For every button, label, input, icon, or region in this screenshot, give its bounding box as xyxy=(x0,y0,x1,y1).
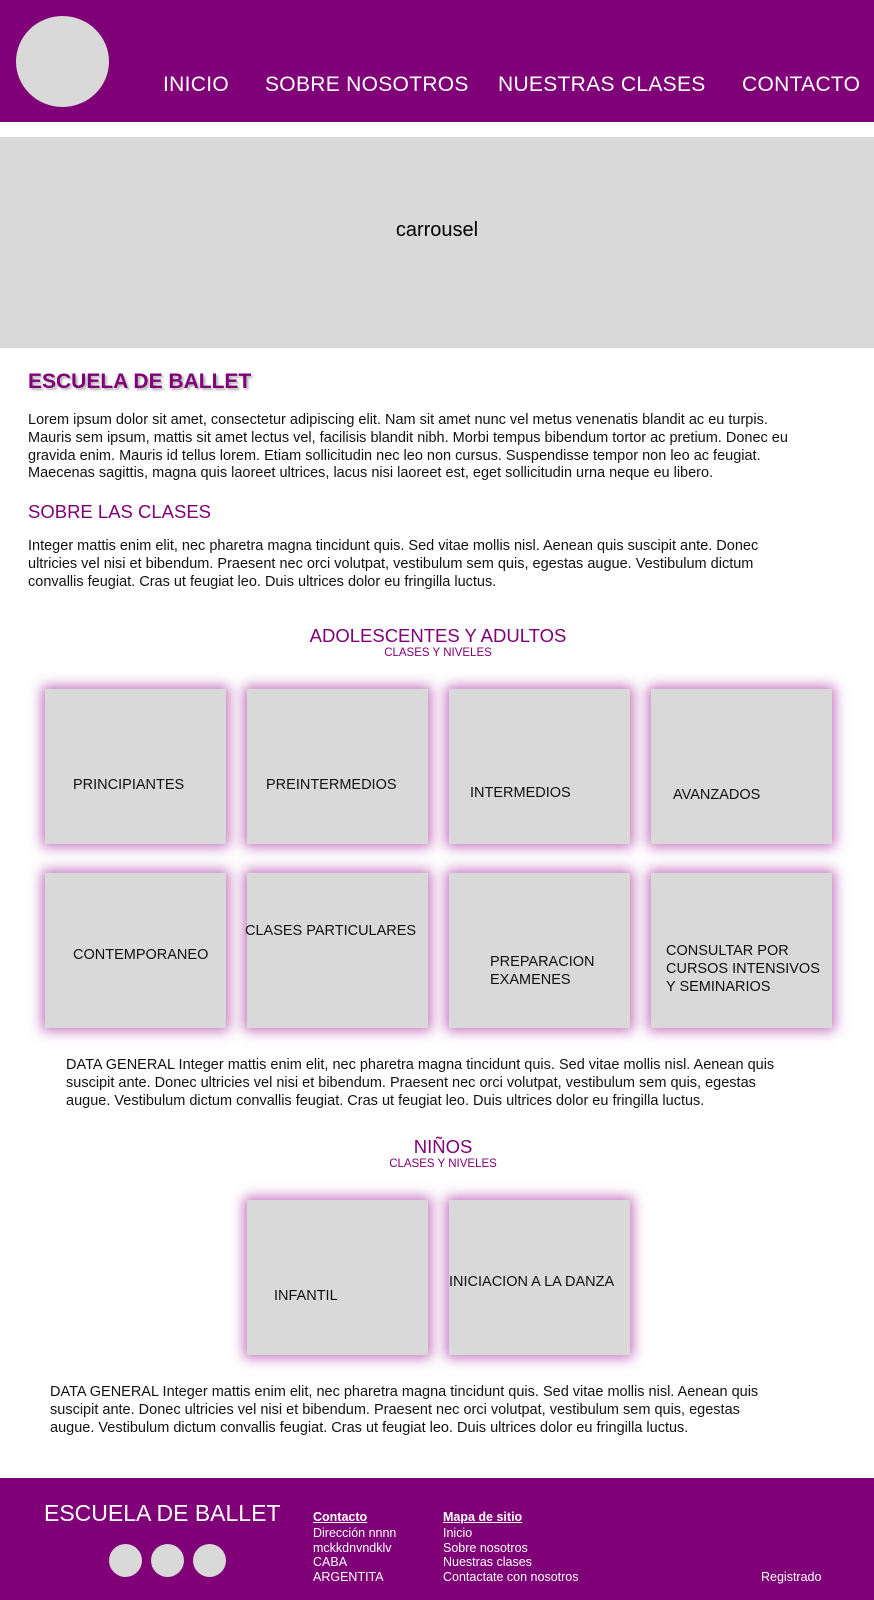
intro-line: gravida enim. Mauris id tellus lorem. Et… xyxy=(28,447,761,464)
class-card-principiantes[interactable]: PRINCIPIANTES xyxy=(45,689,226,844)
footer-link-nuestras-clases[interactable]: Nuestras clases xyxy=(443,1555,532,1570)
logo-placeholder[interactable] xyxy=(16,16,109,107)
about-classes-title: SOBRE LAS CLASES xyxy=(28,501,212,522)
class-card-label: CONSULTAR POR CURSOS INTENSIVOS Y SEMINA… xyxy=(666,943,820,996)
adults-general-info: DATA GENERAL Integer mattis enim elit, n… xyxy=(66,1057,866,1110)
class-card-label: INFANTIL xyxy=(274,1288,338,1306)
intro-line: Lorem ipsum dolor sit amet, consectetur … xyxy=(28,412,768,428)
registered-text: Registrado xyxy=(761,1570,822,1584)
site-footer: ESCUELA DE BALLET Contacto Dirección nnn… xyxy=(0,1478,874,1600)
class-card-label-line: PREINTERMEDIOS xyxy=(266,777,397,793)
class-card-clases-particulares[interactable]: CLASES PARTICULARES xyxy=(245,873,428,1028)
footer-link-contacto[interactable]: Contactate con nosotros xyxy=(443,1569,579,1584)
footer-contact-line: Dirección nnnn xyxy=(313,1526,397,1540)
class-card-label: AVANZADOS xyxy=(673,787,760,805)
kids-info-line: DATA GENERAL Integer mattis enim elit, n… xyxy=(50,1384,759,1400)
footer-link-sobre-nosotros[interactable]: Sobre nosotros xyxy=(443,1540,528,1555)
kids-info-line: suscipit ante. Donec ultricies vel nisi … xyxy=(50,1401,740,1418)
class-card-label-line: PRINCIPIANTES xyxy=(73,777,185,793)
about-classes-line: Integer mattis enim elit, nec pharetra m… xyxy=(28,538,759,554)
class-card-label: INTERMEDIOS xyxy=(470,785,571,803)
footer-sitemap-heading: Mapa de sitio xyxy=(443,1510,523,1524)
class-card-label-line: PREPARACION xyxy=(490,954,595,970)
class-card-label-line: INFANTIL xyxy=(274,1288,338,1304)
about-classes-line: ultricies vel nisi et bibendum. Praesent… xyxy=(28,555,754,572)
about-classes-paragraph: Integer mattis enim elit, nec pharetra m… xyxy=(28,538,858,591)
footer-contact-line: CABA xyxy=(313,1555,348,1570)
class-card-label-line: AVANZADOS xyxy=(673,787,761,803)
social-icon[interactable] xyxy=(151,1544,184,1577)
nav-sobre-nosotros[interactable]: SOBRE NOSOTROS xyxy=(265,73,469,96)
footer-contact-line: ARGENTITA xyxy=(313,1569,384,1584)
class-card-cursos-intensivos[interactable]: CONSULTAR POR CURSOS INTENSIVOS Y SEMINA… xyxy=(651,873,832,1028)
adults-info-line: DATA GENERAL Integer mattis enim elit, n… xyxy=(66,1057,775,1073)
class-card-contemporaneo[interactable]: CONTEMPORANEO xyxy=(45,873,226,1028)
class-card-label: INICIACION A LA DANZA xyxy=(449,1274,614,1292)
kids-group-subtitle: CLASES Y NIVELES xyxy=(389,1158,497,1170)
carousel[interactable]: carrousel xyxy=(0,137,874,348)
footer-title: ESCUELA DE BALLET xyxy=(44,1500,281,1526)
nav-inicio[interactable]: INICIO xyxy=(163,73,229,96)
social-icon[interactable] xyxy=(193,1544,226,1577)
kids-group-title: NIÑOS xyxy=(413,1136,473,1157)
class-card-label-line: CONTEMPORANEO xyxy=(73,947,209,963)
social-icon[interactable] xyxy=(109,1544,142,1577)
intro-line: Maecenas sagittis, magna quis laoreet ul… xyxy=(28,465,714,482)
nav-nuestras-clases[interactable]: NUESTRAS CLASES xyxy=(498,73,706,96)
adults-info-line: augue. Vestibulum dictum convallis feugi… xyxy=(66,1092,705,1109)
class-card-intermedios[interactable]: INTERMEDIOS xyxy=(449,689,630,844)
footer-contact-heading: Contacto xyxy=(313,1510,368,1524)
class-card-label-line: Y SEMINARIOS xyxy=(666,978,771,995)
class-card-label-line: INICIACION A LA DANZA xyxy=(449,1274,615,1290)
carousel-label: carrousel xyxy=(395,219,479,241)
class-card-avanzados[interactable]: AVANZADOS xyxy=(651,689,832,844)
site-header: INICIO SOBRE NOSOTROS NUESTRAS CLASES CO… xyxy=(0,0,874,122)
intro-paragraph: Lorem ipsum dolor sit amet, consectetur … xyxy=(28,412,858,483)
adults-group-title: ADOLESCENTES Y ADULTOS xyxy=(309,625,567,646)
footer-link-inicio[interactable]: Inicio xyxy=(443,1526,473,1540)
class-card-infantil[interactable]: INFANTIL xyxy=(247,1200,428,1355)
adults-group-subtitle: CLASES Y NIVELES xyxy=(384,647,492,659)
footer-contact-line: mckkdnvndklv xyxy=(313,1540,392,1555)
class-card-label-line: CLASES PARTICULARES xyxy=(245,923,417,939)
class-card-label-line: EXAMENES xyxy=(490,971,571,988)
class-card-iniciacion-danza[interactable]: INICIACION A LA DANZA xyxy=(449,1200,630,1355)
adults-info-line: suscipit ante. Donec ultricies vel nisi … xyxy=(66,1074,756,1091)
class-card-label-line: INTERMEDIOS xyxy=(470,785,571,801)
class-card-label: PRINCIPIANTES xyxy=(73,777,184,795)
class-card-label-line: CURSOS INTENSIVOS xyxy=(666,960,820,977)
class-card-label: CLASES PARTICULARES xyxy=(245,923,416,941)
class-card-label-line: CONSULTAR POR xyxy=(666,943,789,959)
nav-contacto[interactable]: CONTACTO xyxy=(742,73,861,96)
class-card-label: PREPARACION EXAMENES xyxy=(490,954,594,990)
class-card-label: CONTEMPORANEO xyxy=(73,947,208,965)
class-card-preparacion-examenes[interactable]: PREPARACION EXAMENES xyxy=(449,873,630,1028)
intro-line: Mauris sem ipsum, mattis sit amet lectus… xyxy=(28,429,788,446)
kids-info-line: augue. Vestibulum dictum convallis feugi… xyxy=(50,1419,689,1436)
kids-general-info: DATA GENERAL Integer mattis enim elit, n… xyxy=(50,1384,860,1437)
about-classes-line: convallis feugiat. Cras ut feugiat leo. … xyxy=(28,573,497,590)
class-card-label: PREINTERMEDIOS xyxy=(266,777,397,795)
class-card-preintermedios[interactable]: PREINTERMEDIOS xyxy=(247,689,428,844)
page-title: ESCUELA DE BALLET xyxy=(28,370,252,393)
